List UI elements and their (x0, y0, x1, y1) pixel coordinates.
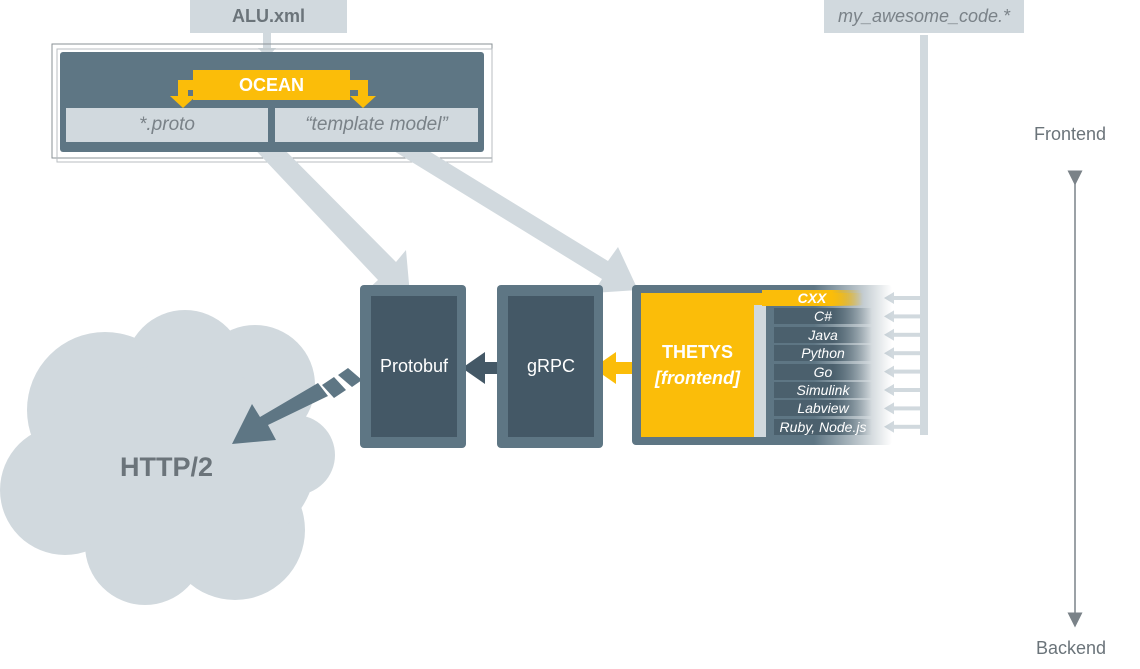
cloud-shape (0, 310, 335, 605)
language-connector (892, 314, 922, 319)
language-connector (892, 406, 922, 411)
language-item: CXX (762, 290, 862, 306)
protobuf-label: Protobuf (371, 296, 457, 437)
backend-label: Backend (1036, 638, 1107, 658)
language-connector (892, 369, 922, 374)
grpc-to-protobuf-arrow (462, 352, 507, 384)
proto-to-protobuf-arrow (246, 127, 410, 295)
ocean-split-arrows (170, 80, 376, 108)
thetys-title: THETYS (661, 342, 733, 362)
language-connector (892, 388, 922, 392)
language-connector (892, 296, 922, 300)
thetys-subtitle: [frontend] (655, 368, 740, 388)
language-item: C# (774, 308, 872, 325)
language-item: Go (774, 363, 872, 380)
alu-xml-label: ALU.xml (190, 0, 347, 33)
http2-label: HTTP/2 (120, 452, 214, 482)
language-item: Ruby, Node.js (774, 418, 872, 435)
protobuf-to-http-arrow (232, 368, 362, 444)
thetys-to-grpc-arrow (593, 352, 640, 384)
frontend-label: Frontend (1034, 124, 1107, 144)
language-connector (892, 351, 922, 356)
template-to-thetys-arrow (376, 126, 638, 293)
language-item: Python (774, 345, 872, 362)
thetys-box: THETYS [frontend] (641, 293, 754, 437)
language-connector (892, 424, 922, 429)
language-item: Java (774, 326, 872, 343)
template-model-box: “template model” (275, 108, 478, 142)
thetys-divider (754, 305, 766, 437)
user-code-label: my_awesome_code.* (824, 0, 1024, 33)
ocean-title: OCEAN (193, 70, 350, 100)
grpc-label: gRPC (508, 296, 594, 437)
language-item: Labview (774, 400, 872, 417)
language-connector (892, 332, 922, 337)
language-item: Simulink (774, 382, 872, 398)
proto-box: *.proto (66, 108, 268, 142)
